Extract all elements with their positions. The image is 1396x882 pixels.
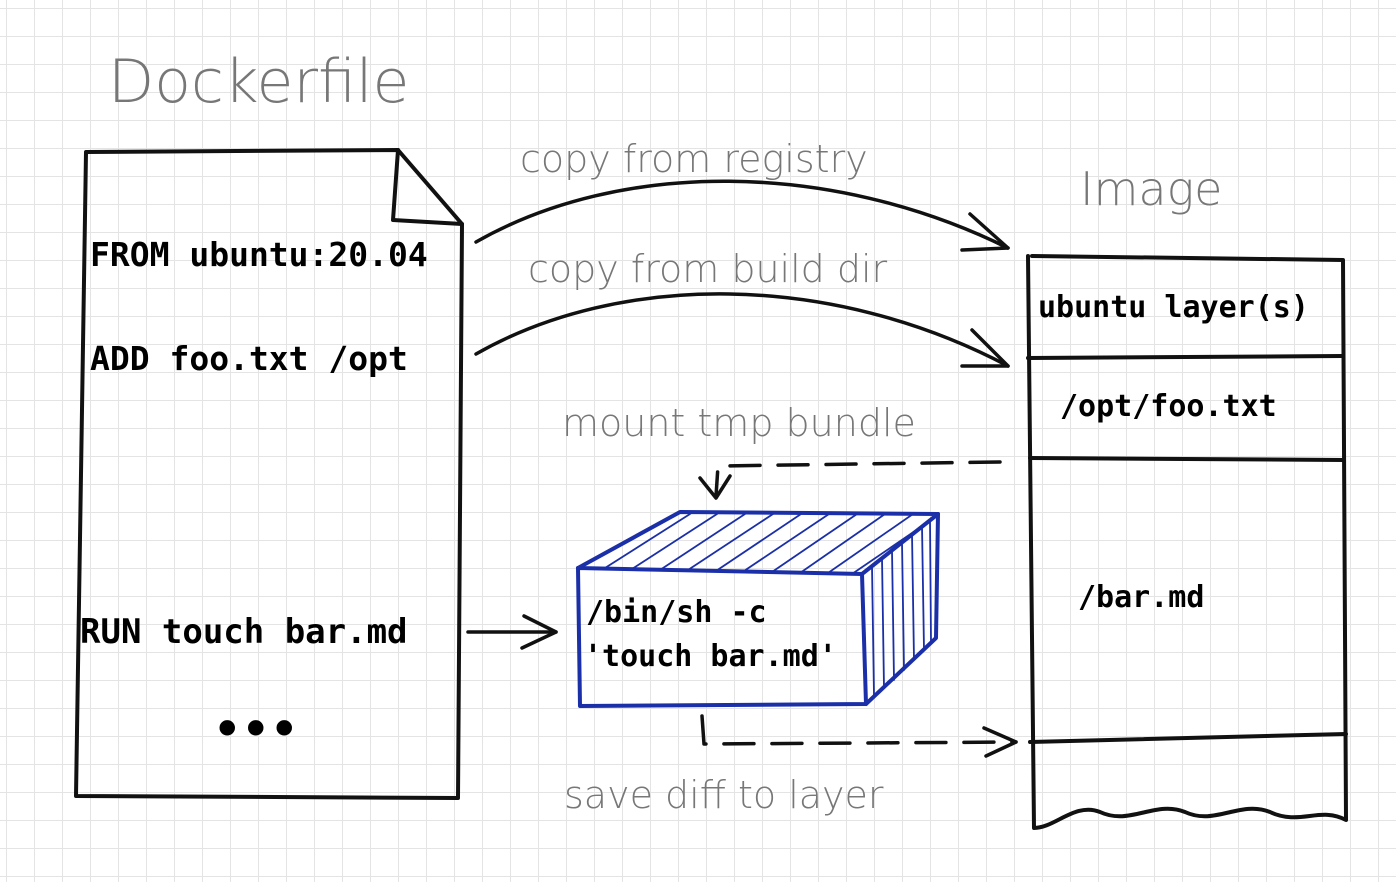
label-mount-bundle: mount tmp bundle <box>562 401 916 445</box>
dockerfile-line-run: RUN touch bar.md <box>80 612 408 652</box>
label-copy-build: copy from build dir <box>528 247 888 291</box>
image-title: Image <box>1080 162 1222 216</box>
container-side-hatching <box>871 519 932 697</box>
label-copy-registry: copy from registry <box>520 137 868 181</box>
dockerfile-line-from: FROM ubuntu:20.04 <box>90 235 428 274</box>
arrow-mount-bundle <box>698 460 1002 500</box>
container-box <box>576 510 940 708</box>
label-save-diff: save diff to layer <box>564 773 884 817</box>
dockerfile-document <box>74 148 464 800</box>
image-layer-ubuntu: ubuntu layer(s) <box>1038 290 1309 325</box>
dockerfile-line-add: ADD foo.txt /opt <box>90 339 408 378</box>
dockerfile-title: Dockerfile <box>108 47 409 117</box>
container-command-line1: /bin/sh -c <box>586 595 767 630</box>
arrow-save-diff <box>700 714 1018 758</box>
container-top-hatching <box>604 513 935 575</box>
container-command-line2: 'touch bar.md' <box>584 639 837 674</box>
arrow-copy-registry <box>474 179 1010 252</box>
dockerfile-ellipsis: ••• <box>214 704 299 755</box>
arrow-copy-build <box>474 292 1010 368</box>
arrow-run-to-container <box>466 614 558 650</box>
image-box <box>1026 254 1348 830</box>
image-layer-bar: /bar.md <box>1078 580 1204 615</box>
image-layer-foo: /opt/foo.txt <box>1060 389 1277 424</box>
